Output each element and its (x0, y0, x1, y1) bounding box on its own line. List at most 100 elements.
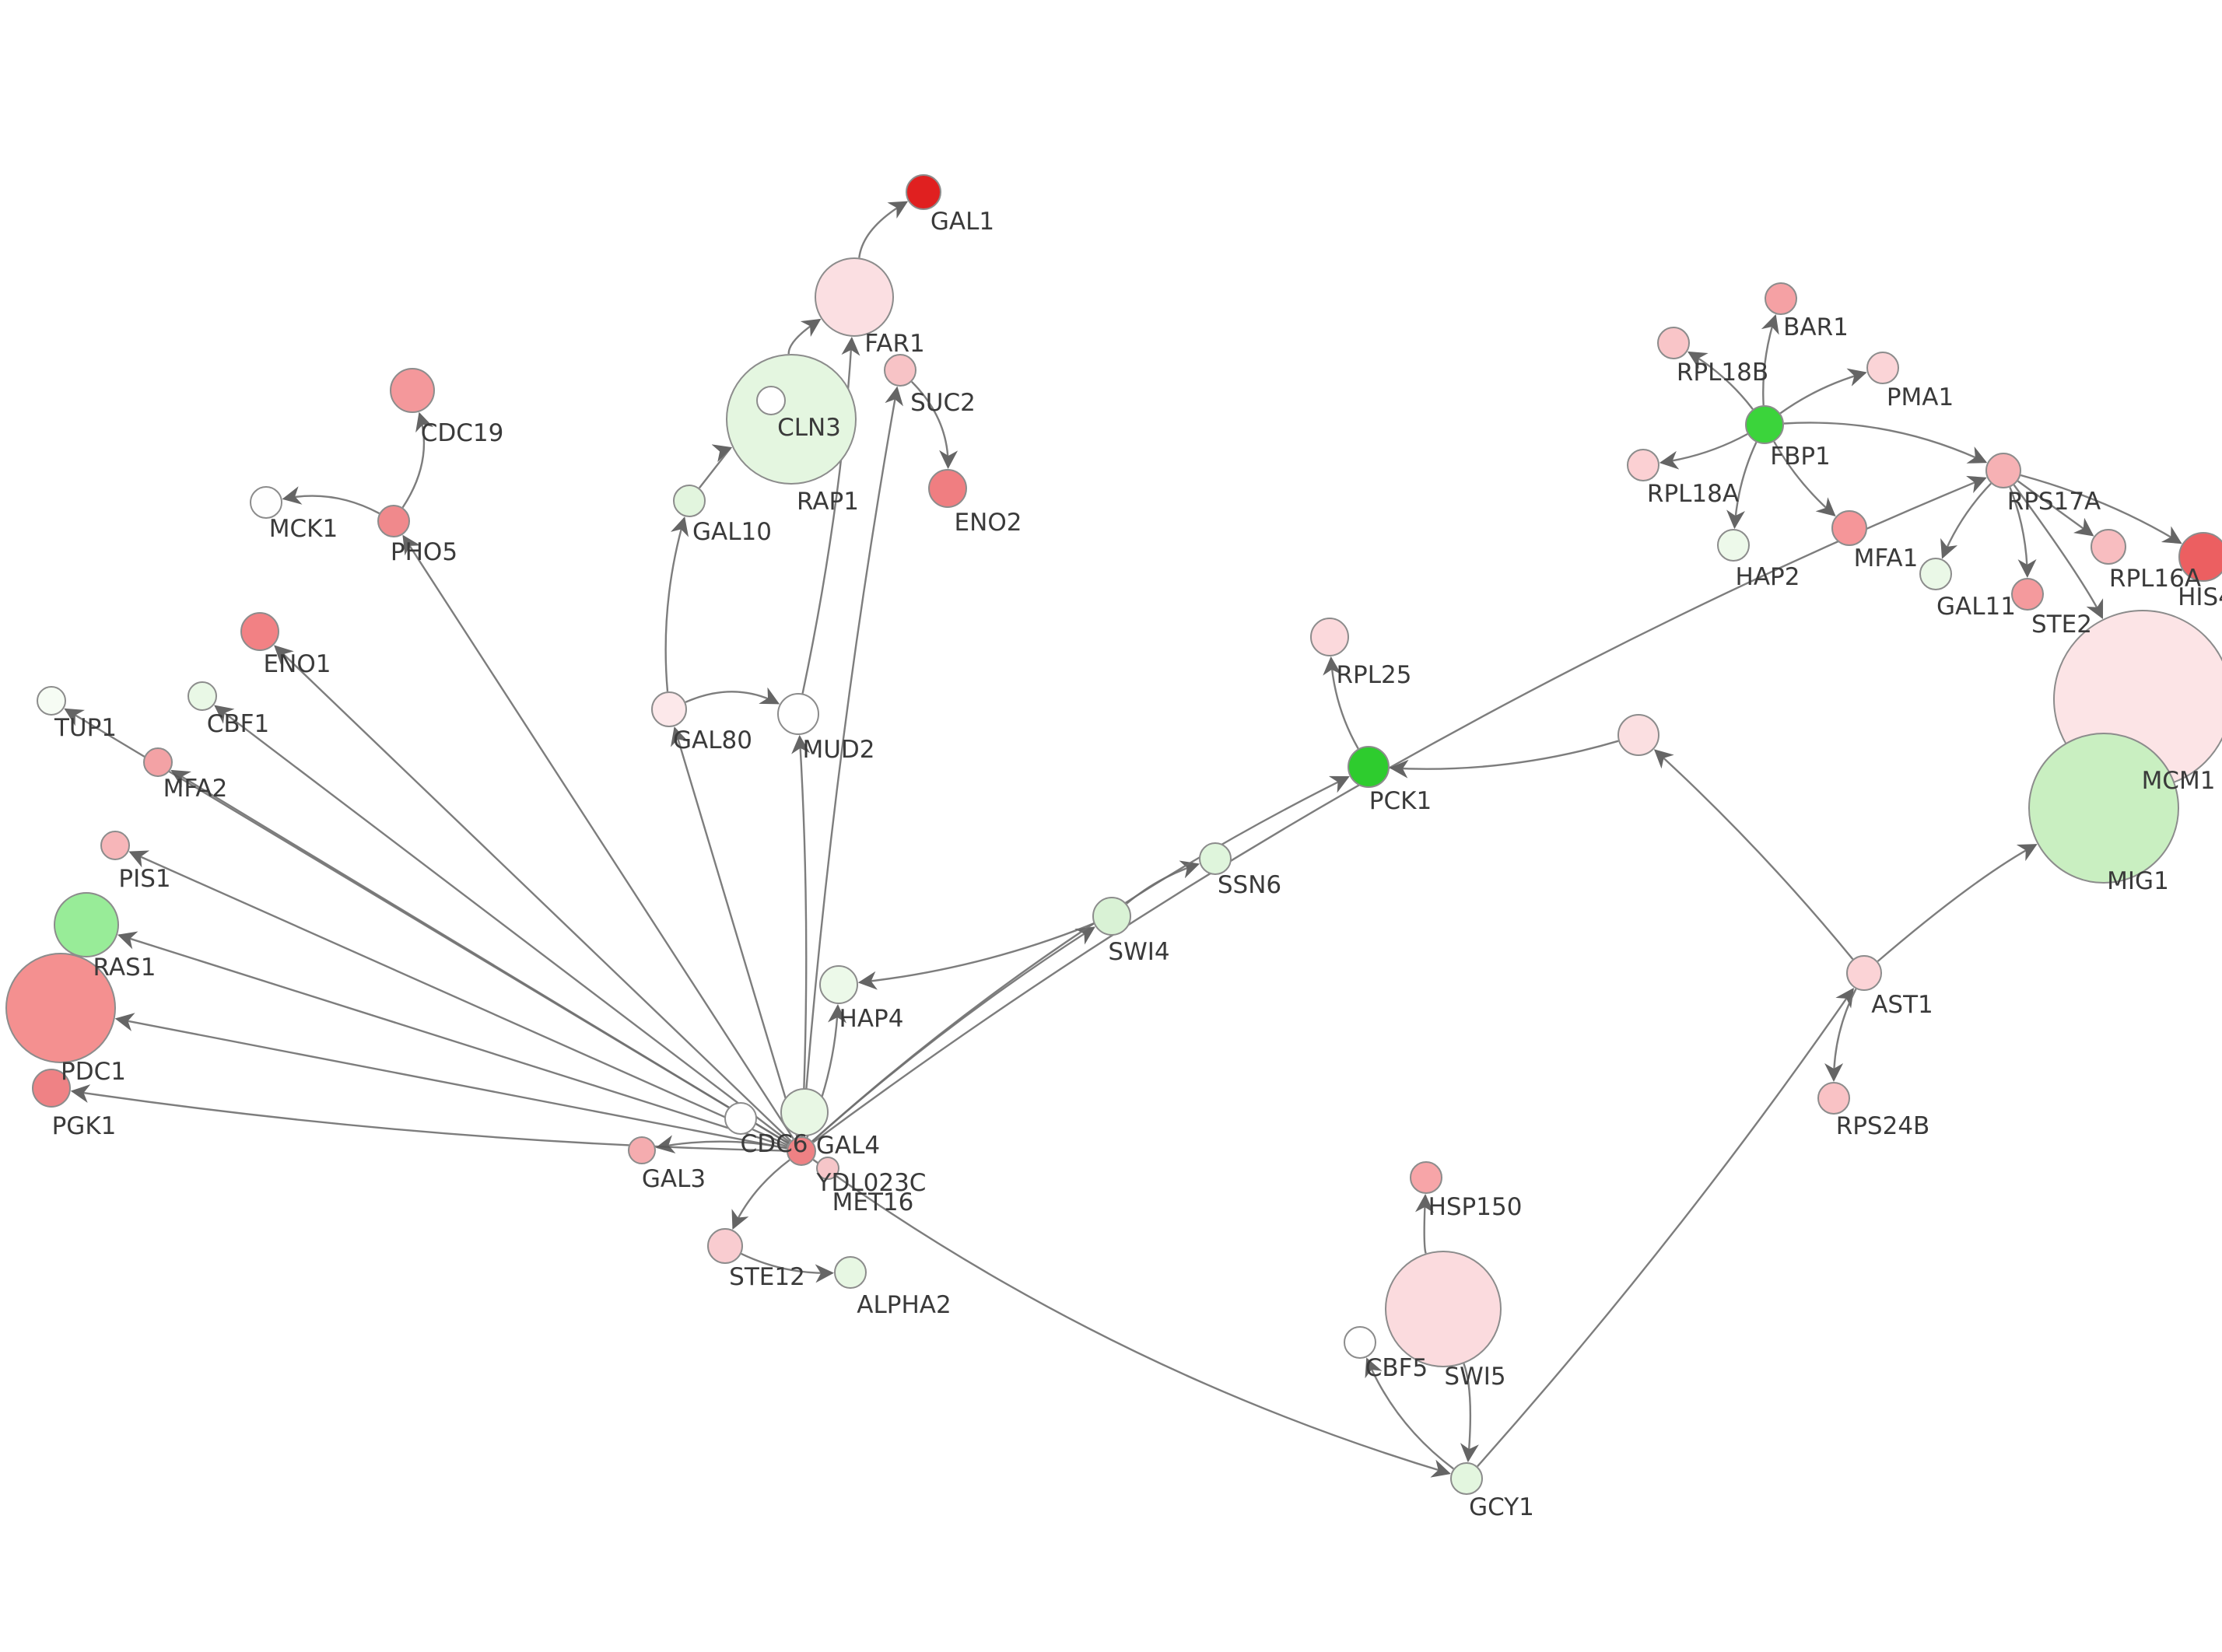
node-node1[interactable] (1617, 714, 1659, 756)
edge-gal4-mfa2[interactable] (170, 769, 790, 1145)
node-pdc1[interactable] (5, 953, 116, 1063)
edge-gal4-pis1[interactable] (128, 850, 789, 1146)
edge-gcy1-ast1[interactable] (1477, 987, 1854, 1468)
node-pgk1[interactable] (32, 1069, 71, 1108)
node-pma1[interactable] (1866, 352, 1899, 384)
node-cdc19[interactable] (390, 368, 435, 413)
edge-gal4-swi4[interactable] (811, 926, 1095, 1143)
node-mud2[interactable] (777, 693, 819, 735)
edge-fbp1-rpl18a[interactable] (1659, 432, 1748, 470)
node-alpha2[interactable] (834, 1256, 867, 1289)
edge-gal80-gal10[interactable] (664, 516, 689, 692)
edge-swi5-hsp150[interactable] (1415, 1194, 1434, 1254)
edge-fbp1-bar1[interactable] (1761, 313, 1779, 406)
node-rap1[interactable] (756, 386, 786, 415)
node-mck1[interactable] (250, 486, 282, 519)
edge-gal10-cln3[interactable] (698, 445, 733, 489)
edge-gal4-eno1[interactable] (274, 645, 792, 1142)
node-hsp150[interactable] (1410, 1161, 1442, 1194)
edge-ast1-mig1[interactable] (1877, 844, 2038, 962)
edge-fbp1-rpl18b[interactable] (1687, 351, 1754, 410)
edge-fbp1-pma1[interactable] (1779, 368, 1867, 415)
node-cdc6[interactable] (724, 1102, 757, 1135)
node-ste12[interactable] (707, 1228, 743, 1264)
edge-rps17a-ste2[interactable] (2009, 486, 2037, 578)
node-tup1[interactable] (37, 686, 66, 716)
edge-fbp1-mfa1[interactable] (1773, 441, 1836, 517)
edge-pho5-cdc19[interactable] (401, 411, 434, 509)
edge-gal4-suc2[interactable] (801, 386, 903, 1137)
node-rps24b[interactable] (1817, 1082, 1850, 1115)
node-rpl25[interactable] (1310, 618, 1349, 656)
node-ydl023c[interactable] (780, 1088, 829, 1136)
node-bar1[interactable] (1765, 282, 1797, 315)
edge-pho5-mck1[interactable] (282, 486, 380, 515)
node-met16[interactable] (816, 1157, 839, 1180)
edge-gal4-pck1[interactable] (811, 775, 1350, 1143)
node-swi4[interactable] (1092, 897, 1131, 936)
edge-cln3-far1[interactable] (787, 318, 822, 355)
edge-gal80-mud2[interactable] (685, 687, 780, 705)
node-ste2[interactable] (2011, 578, 2044, 611)
edge-gal4-pgk1[interactable] (70, 1084, 787, 1152)
edge-gal4-gal3[interactable] (655, 1135, 787, 1153)
edge-gal4-gal80[interactable] (671, 726, 798, 1138)
edge-rps17a-mcm1[interactable] (2013, 484, 2104, 619)
edge-gal4-pho5[interactable] (402, 534, 794, 1139)
node-fbp1[interactable] (1745, 405, 1784, 444)
edge-ast1-node1[interactable] (1653, 749, 1854, 960)
node-hap2[interactable] (1717, 529, 1750, 562)
node-gcy1[interactable] (1450, 1462, 1483, 1495)
node-gal1[interactable] (906, 174, 941, 210)
node-ras1[interactable] (54, 892, 119, 957)
edge-gal4-cbf1[interactable] (214, 705, 790, 1143)
edge-pck1-rpl25[interactable] (1323, 656, 1359, 750)
edge-gal4-gcy1[interactable] (812, 1159, 1451, 1478)
node-eno1[interactable] (240, 612, 279, 651)
edge-gal4-mud2[interactable] (791, 734, 811, 1137)
node-gal10[interactable] (673, 485, 706, 517)
node-cbf1[interactable] (188, 681, 217, 711)
edge-ste12-alpha2[interactable] (741, 1252, 834, 1283)
edge-gcy1-cbf5[interactable] (1365, 1357, 1454, 1470)
edge-gal4-ste12[interactable] (731, 1159, 790, 1230)
node-far1[interactable] (815, 257, 894, 337)
edge-mud2-far1[interactable] (801, 336, 860, 694)
node-ast1[interactable] (1846, 955, 1882, 991)
edge-swi4-ssn6[interactable] (1126, 860, 1200, 905)
edge-fbp1-rps17a[interactable] (1783, 422, 1988, 464)
node-mig1[interactable] (2028, 733, 2179, 884)
node-pis1[interactable] (100, 831, 130, 860)
node-gal11[interactable] (1919, 558, 1952, 590)
node-rps17a[interactable] (1985, 453, 2021, 488)
node-mfa1[interactable] (1831, 510, 1867, 546)
node-cln3[interactable] (726, 354, 857, 485)
node-cbf5[interactable] (1344, 1326, 1376, 1359)
edge-rps17a-gal11[interactable] (1940, 482, 1992, 559)
node-rpl16a[interactable] (2091, 529, 2126, 565)
node-hap4[interactable] (819, 965, 858, 1004)
edge-rps17a-his4[interactable] (2020, 474, 2182, 544)
node-ssn6[interactable] (1199, 842, 1232, 875)
node-his4[interactable] (2178, 532, 2222, 582)
node-rpl18a[interactable] (1627, 449, 1659, 481)
node-suc2[interactable] (884, 354, 916, 387)
edge-rps17a-rpl16a[interactable] (2017, 480, 2094, 537)
node-gal4[interactable] (787, 1136, 816, 1166)
edge-gal4-ras1[interactable] (117, 931, 788, 1148)
edge-swi5-gcy1[interactable] (1460, 1363, 1479, 1463)
edge-far1-gal1[interactable] (858, 201, 909, 258)
edge-node1-pck1[interactable] (1390, 740, 1619, 779)
node-eno2[interactable] (928, 469, 967, 508)
node-pho5[interactable] (377, 505, 410, 537)
node-gal80[interactable] (651, 691, 687, 727)
edge-swi4-hap4[interactable] (857, 922, 1095, 990)
node-rpl18b[interactable] (1657, 327, 1690, 359)
node-pck1[interactable] (1348, 746, 1390, 788)
edge-gal4-pdc1[interactable] (114, 1013, 787, 1150)
edge-ast1-rps24b[interactable] (1824, 988, 1857, 1082)
edge-suc2-eno2[interactable] (911, 380, 959, 469)
node-gal3[interactable] (628, 1136, 656, 1164)
edge-fbp1-hap2[interactable] (1726, 442, 1758, 530)
